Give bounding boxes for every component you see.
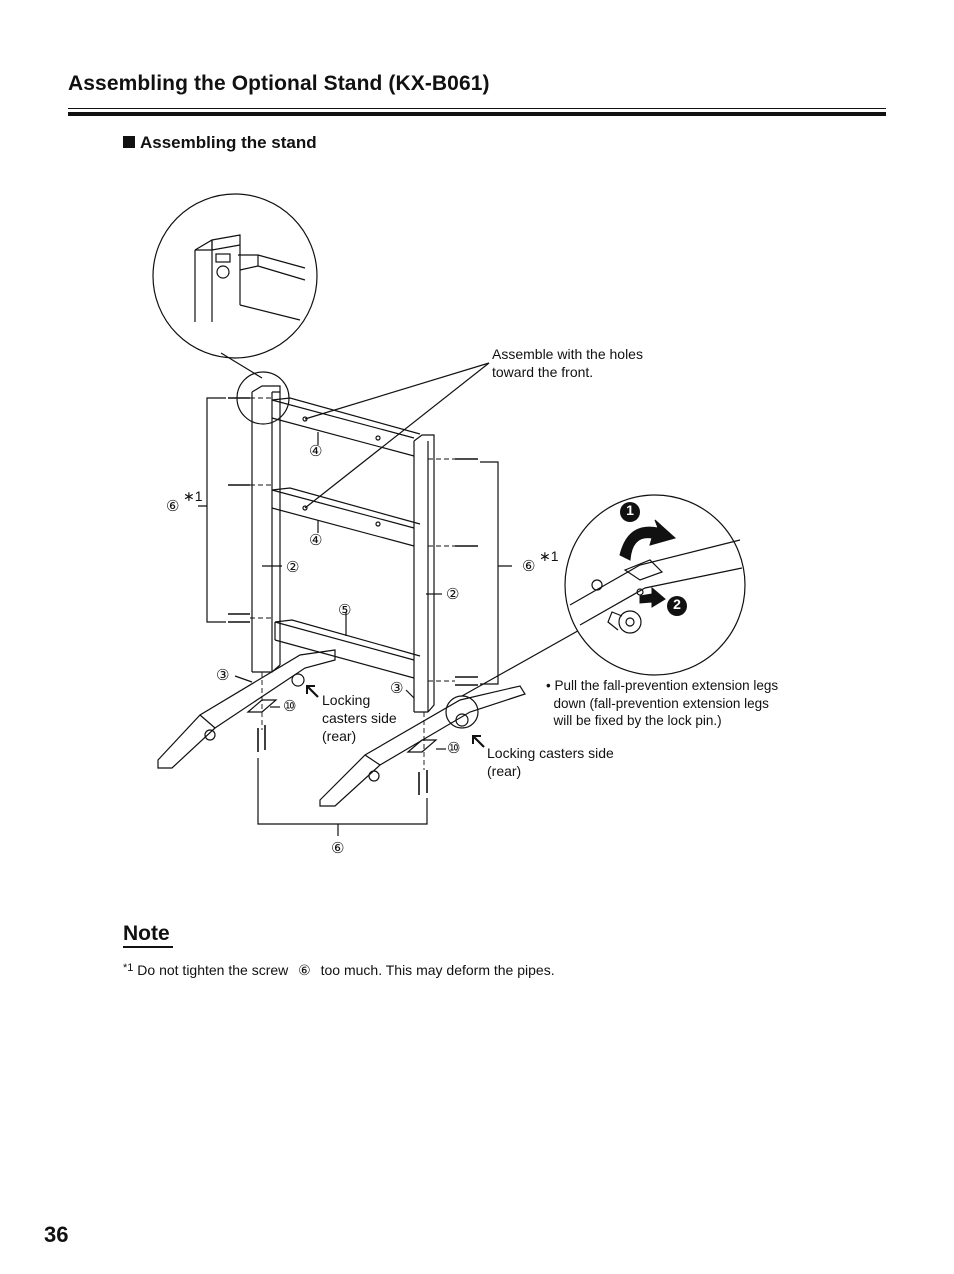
- page-number: 36: [44, 1222, 69, 1247]
- page-title: Assembling the Optional Stand (KX-B061): [68, 72, 490, 95]
- asterisk-1-left: ∗1: [183, 488, 203, 504]
- detail-circle-top: [152, 193, 318, 359]
- square-bullet-icon: [123, 136, 135, 148]
- part-label-6-right: ⑥: [522, 557, 536, 575]
- note-heading: Note: [123, 922, 170, 945]
- title-rule-thin: [68, 108, 886, 109]
- callout-holes-front: Assemble with the holes toward the front…: [492, 346, 643, 380]
- part-label-5: ⑤: [338, 601, 352, 619]
- screws-left: [228, 397, 250, 623]
- pull-arrow-icon: [639, 586, 666, 608]
- part-label-10-right: ⑩: [447, 739, 461, 757]
- note-footnote: *1 Do not tighten the screw ⑥ too much. …: [123, 962, 555, 979]
- part-label-4-middle: ④: [309, 531, 323, 549]
- asterisk-1-right: ∗1: [539, 548, 559, 564]
- footnote-text-b: too much. This may deform the pipes.: [320, 962, 555, 978]
- part-label-3-right: ③: [390, 679, 404, 697]
- note-underline: [123, 946, 173, 948]
- part-label-3-left: ③: [216, 666, 230, 684]
- section-heading: Assembling the stand: [123, 133, 317, 153]
- part-label-4-top: ④: [309, 442, 323, 460]
- crossbar-middle: [271, 487, 421, 547]
- footnote-text-a: Do not tighten the screw: [137, 962, 289, 978]
- step-2-number: 2: [673, 596, 681, 612]
- screws-right: [455, 458, 478, 686]
- right-post: [413, 434, 435, 713]
- footnote-mark: *1: [123, 962, 134, 974]
- part-label-6-left: ⑥: [166, 497, 180, 515]
- detail-circle-caster: [564, 494, 746, 676]
- callout-pull-legs: • Pull the fall-prevention extension leg…: [546, 678, 779, 728]
- part-label-10-left: ⑩: [283, 697, 297, 715]
- left-base: [157, 649, 336, 769]
- part-label-6-bottom: ⑥: [331, 839, 345, 857]
- crossbar-top: [271, 397, 421, 457]
- crossbar-bottom: [274, 619, 421, 679]
- footnote-ref: ⑥: [298, 963, 311, 979]
- part-label-2-left: ②: [286, 558, 300, 576]
- part-label-2-right: ②: [446, 585, 460, 603]
- callout-casters-left: Locking casters side (rear): [322, 692, 397, 744]
- callout-casters-right: Locking casters side (rear): [487, 745, 614, 779]
- section-heading-text: Assembling the stand: [140, 133, 317, 152]
- title-rule-thick: [68, 112, 886, 116]
- step-1-number: 1: [626, 502, 634, 518]
- rotate-arrow-icon: [619, 519, 677, 561]
- left-post: [251, 385, 281, 673]
